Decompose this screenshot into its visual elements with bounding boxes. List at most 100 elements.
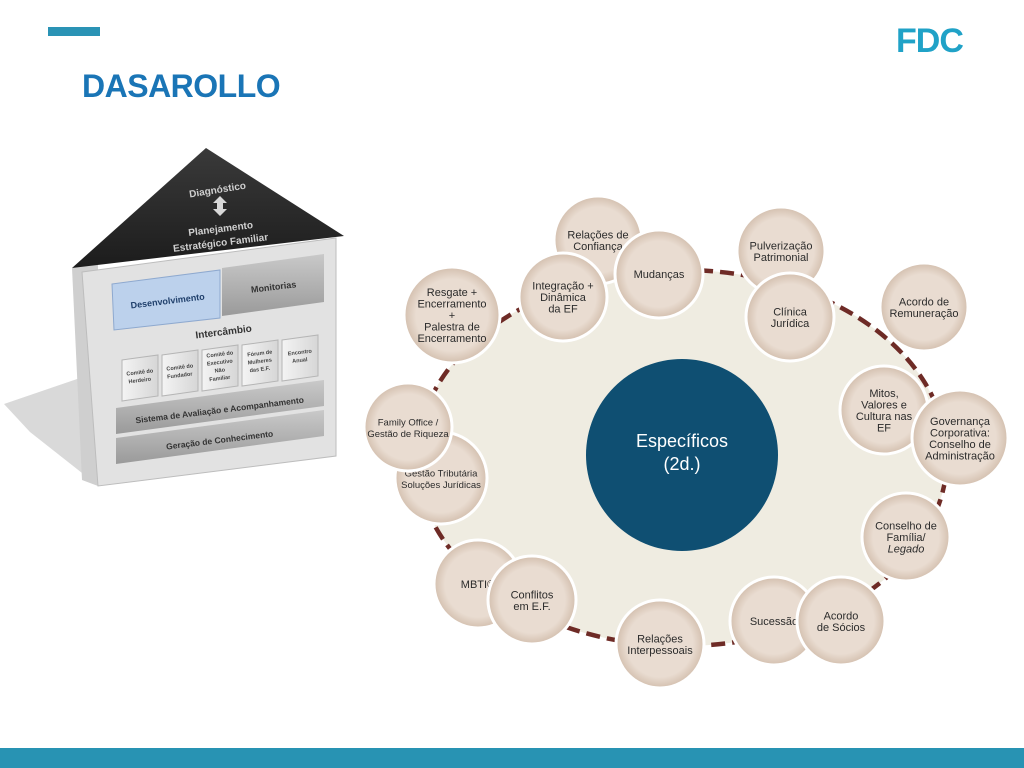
node-label: Conselho de [929,439,991,451]
node-label: Jurídica [771,318,810,330]
bidirectional-arrow-icon [213,196,227,216]
node-label: Family Office / [378,417,439,428]
node-circle [910,388,1010,488]
pillar-box [281,334,319,382]
desenvolvimento-box [111,269,221,331]
node-mudancas: Mudanças [613,228,705,320]
node-label: Acordo de [899,296,949,308]
node-label: Conflitos [511,589,554,601]
node-circle [795,575,887,667]
row-top: Desenvolvimento Monitorias [111,254,324,331]
node-label: Palestra de [424,322,480,334]
pillar-label: das E.F. [249,366,271,375]
pillar-label: Comitê do [166,363,194,372]
node-label: Confiança [573,241,623,253]
accent-bar [48,27,100,36]
core-circle [586,359,778,551]
sistema-box [116,380,324,434]
node-circle [860,491,952,583]
node-label: Resgate + [427,287,477,299]
monitorias-box [222,254,324,316]
pillar-label: Herdeiro [128,377,152,386]
house-illustration: Diagnóstico Planejamento Estratégico Fam… [4,148,344,487]
node-circle [613,228,705,320]
node-label: Clínica [773,306,808,318]
node-circle [614,598,706,690]
node-label: Governança [930,416,991,428]
node-label: Mitos, [869,388,898,400]
pillar-box [161,349,199,397]
node-circle [878,261,970,353]
pillar-box [241,339,279,387]
node-label: Administração [925,450,995,462]
node-label: da EF [548,304,578,316]
house-shadow [4,378,96,484]
node-circle [486,554,578,646]
pillar-label: Comitê do [126,368,154,377]
pillar-label: Executivo [207,358,234,367]
pillar-label: Não [214,367,226,374]
pillar-label: Familiar [209,375,232,384]
node-label: Encerramento [417,299,486,311]
node-label: Pulverização [750,240,813,252]
node-label: Mudanças [634,269,685,281]
pillar-label: Comitê do [206,350,234,359]
node-label: Gestão Tributária [405,468,479,479]
node-label: + [449,310,455,322]
node-label: Cultura nas [856,411,913,423]
node-label: Encerramento [417,333,486,345]
node-label: Interpessoais [627,645,693,657]
node-label: Remuneração [889,308,958,320]
pillar-box [201,344,239,392]
node-family-office: Family Office /Gestão de Riqueza [362,381,454,473]
node-resgate: Resgate +Encerramento+Palestra deEncerra… [402,265,502,365]
geracao-box [116,410,324,464]
node-label: Conselho de [875,521,937,533]
pillar-label: Fundador [167,371,194,380]
node-label: Legado [888,544,925,556]
node-label: Patrimonial [753,252,808,264]
page-title: DASAROLLO [82,68,281,104]
house-roof [72,148,344,268]
node-label: Dinâmica [540,292,587,304]
pillar-label: Mulheres [248,358,273,367]
specifics-diagram: Específicos (2d.) Relações deConfiançaMu… [362,194,1010,690]
pillar-label: Anual [292,357,308,365]
node-label: Corporativa: [930,427,990,439]
core-label-line1: Específicos [636,431,728,451]
node-label: Relações de [567,229,628,241]
pillar-label: Fórum de [247,350,273,359]
node-label: Integração + [532,281,593,293]
node-label: MBTI® [461,579,495,591]
pillar-label: Encontro [288,348,313,357]
footer-bar [0,748,1024,768]
node-label: Acordo [824,610,859,622]
pillar-box [121,354,159,402]
node-label: Gestão de Riqueza [367,429,449,440]
node-label: Soluções Jurídicas [401,480,481,491]
node-label: Sucessão [750,616,798,628]
node-label: de Sócios [817,622,866,634]
node-label: EF [877,422,891,434]
node-circle [402,265,502,365]
fdc-logo: FDC [896,22,964,60]
core-label-line2: (2d.) [663,454,700,474]
node-circle [362,381,454,473]
node-label: em E.F. [513,601,550,613]
